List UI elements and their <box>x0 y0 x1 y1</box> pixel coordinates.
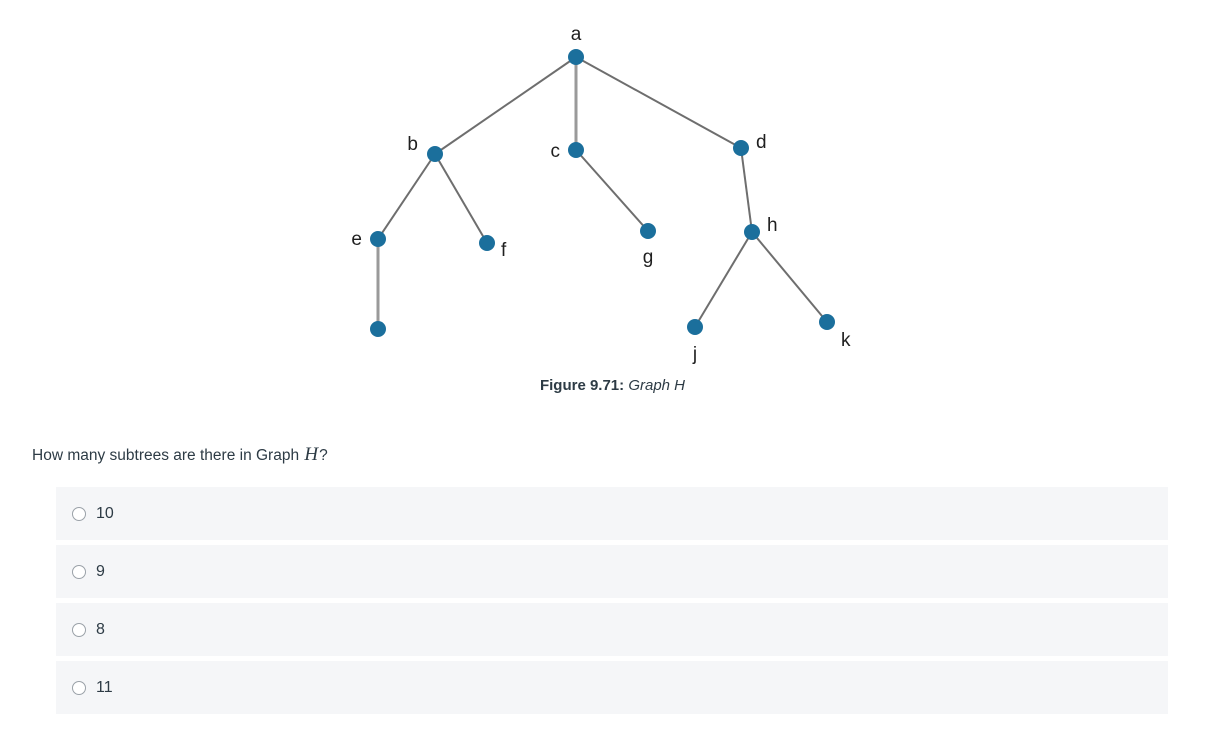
graph-node-b <box>427 146 443 162</box>
graph-node-label-h: h <box>767 215 778 236</box>
graph-node-h <box>744 224 760 240</box>
question-prefix: How many subtrees are there in Graph <box>32 447 304 464</box>
graph-node-label-j: j <box>692 344 697 365</box>
figure-caption-title: Graph H <box>628 377 686 394</box>
graph-node-i <box>370 321 386 337</box>
answer-option-label: 9 <box>96 562 105 580</box>
graph-node-label-k: k <box>841 330 851 351</box>
answer-options-list: 10 9 8 11 <box>56 487 1168 719</box>
figure-block: a b c d e f g h j k Figure 9.71: Graph H <box>0 24 1225 394</box>
graph-node-g <box>640 223 656 239</box>
answer-option-11[interactable]: 11 <box>56 661 1168 714</box>
graph-edge-d-h <box>740 147 753 233</box>
radio-button-11[interactable] <box>72 680 86 695</box>
answer-option-10[interactable]: 10 <box>56 487 1168 540</box>
question-text: How many subtrees are there in Graph H? <box>32 444 328 467</box>
answer-option-label: 8 <box>96 620 105 638</box>
graph-node-layer <box>370 49 835 337</box>
graph-node-j <box>687 319 703 335</box>
answer-option-label: 11 <box>96 678 113 696</box>
graph-node-label-e: e <box>351 229 362 250</box>
answer-option-label: 10 <box>96 504 114 522</box>
graph-edge-b-e <box>377 153 436 240</box>
graph-node-a <box>568 49 584 65</box>
graph-edge-b-f <box>434 153 488 244</box>
answer-option-8[interactable]: 8 <box>56 603 1168 656</box>
graph-node-c <box>568 142 584 158</box>
graph-edge-c-g <box>575 149 649 232</box>
graph-node-k <box>819 314 835 330</box>
graph-node-d <box>733 140 749 156</box>
graph-node-label-g: g <box>643 247 654 268</box>
graph-edge-a-b <box>434 56 577 155</box>
graph-node-label-b: b <box>407 134 418 155</box>
graph-node-e <box>370 231 386 247</box>
question-variable: H <box>304 444 319 465</box>
figure-caption: Figure 9.71: Graph H <box>0 377 1225 394</box>
graph-node-f <box>479 235 495 251</box>
graph-diagram: a b c d e f g h j k <box>351 24 851 365</box>
radio-button-10[interactable] <box>72 506 86 521</box>
graph-edge-a-d <box>575 56 742 149</box>
graph-edge-h-j <box>694 231 753 328</box>
radio-button-8[interactable] <box>72 622 86 637</box>
graph-label-layer: a b c d e f g h j k <box>351 24 851 365</box>
radio-button-9[interactable] <box>72 564 86 579</box>
figure-caption-label: Figure 9.71: <box>539 377 625 394</box>
graph-node-label-c: c <box>551 141 561 162</box>
graph-node-label-d: d <box>756 132 767 153</box>
graph-node-label-f: f <box>501 240 507 261</box>
graph-node-label-a: a <box>571 24 582 45</box>
question-suffix: ? <box>319 447 328 464</box>
answer-option-9[interactable]: 9 <box>56 545 1168 598</box>
graph-edge-h-k <box>751 231 828 323</box>
graph-edge-layer <box>376 56 828 329</box>
